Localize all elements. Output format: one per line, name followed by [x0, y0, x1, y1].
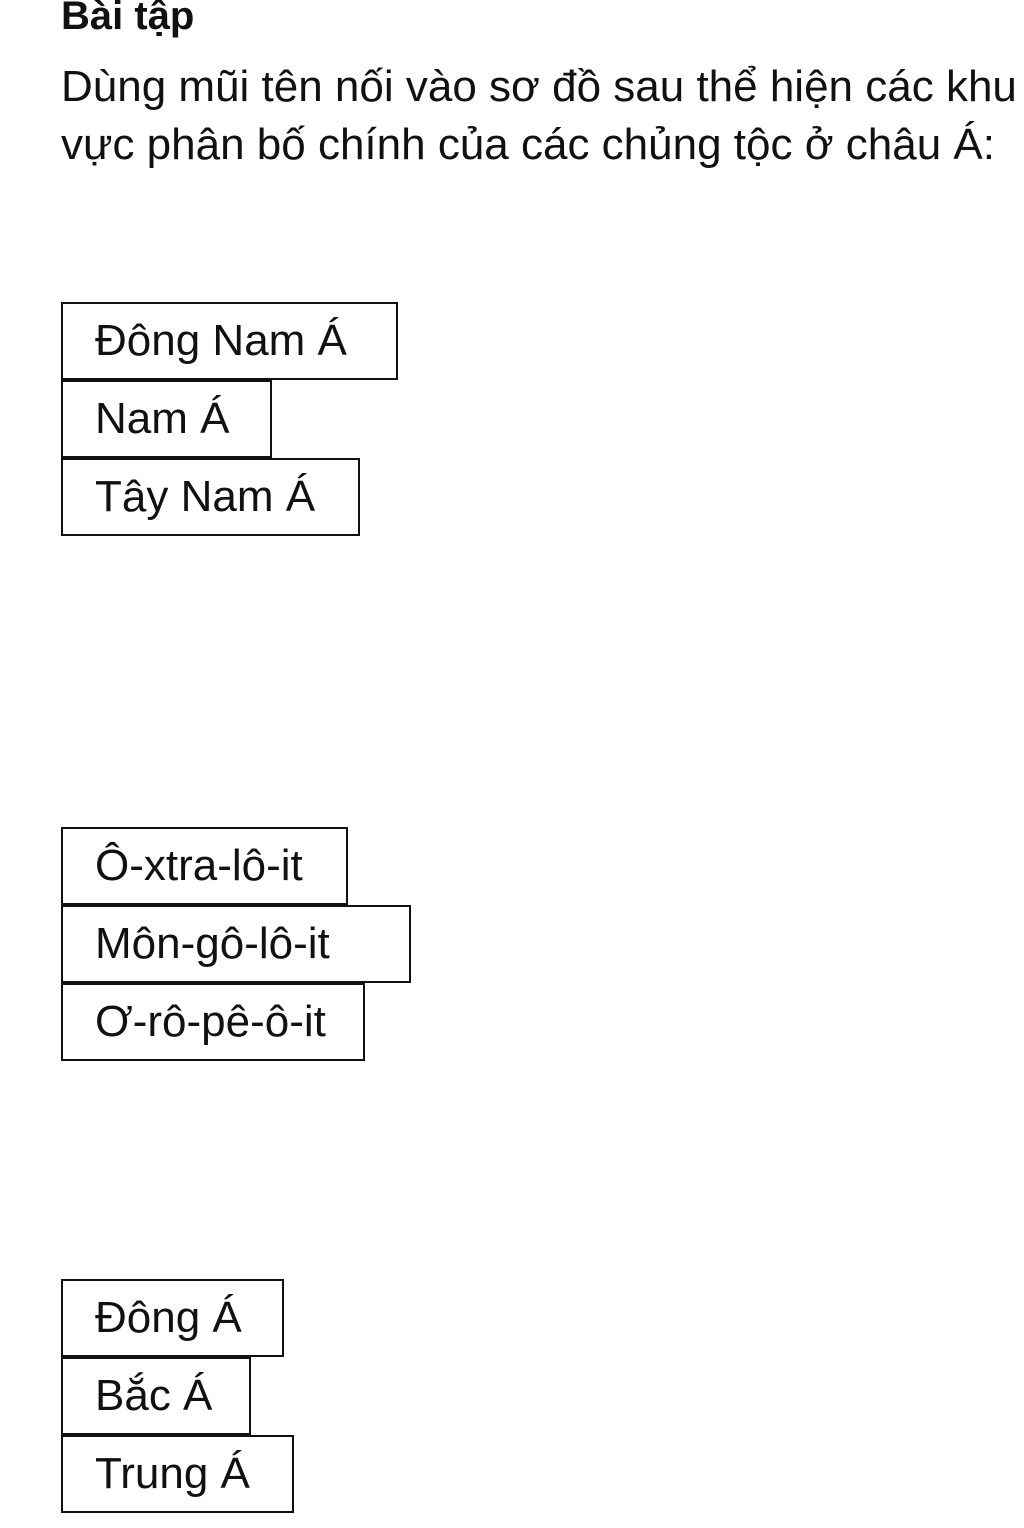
- region-box[interactable]: Bắc Á: [61, 1357, 251, 1435]
- exercise-title: Bài tập: [61, 0, 195, 38]
- race-box[interactable]: Ô-xtra-lô-it: [61, 827, 348, 905]
- race-group: Ô-xtra-lô-it Môn-gô-lô-it Ơ-rô-pê-ô-it: [61, 827, 411, 1061]
- race-box[interactable]: Ơ-rô-pê-ô-it: [61, 983, 365, 1061]
- region-box[interactable]: Nam Á: [61, 380, 272, 458]
- region-box[interactable]: Đông Á: [61, 1279, 284, 1357]
- region-box[interactable]: Đông Nam Á: [61, 302, 398, 380]
- exercise-prompt: Dùng mũi tên nối vào sơ đồ sau thể hiện …: [61, 62, 1017, 169]
- region-box[interactable]: Trung Á: [61, 1435, 294, 1513]
- region-group-top: Đông Nam Á Nam Á Tây Nam Á: [61, 302, 398, 536]
- race-box[interactable]: Môn-gô-lô-it: [61, 905, 411, 983]
- region-group-bottom: Đông Á Bắc Á Trung Á: [61, 1279, 294, 1513]
- region-box[interactable]: Tây Nam Á: [61, 458, 360, 536]
